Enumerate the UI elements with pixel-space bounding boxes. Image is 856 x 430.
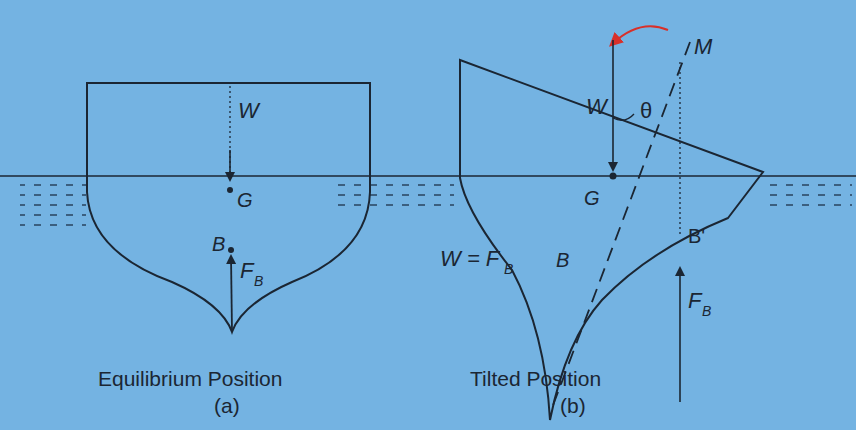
point-label: G <box>584 188 600 208</box>
g-dot <box>610 173 617 180</box>
buoyancy-arrow <box>679 268 681 402</box>
caption: Equilibrium Position <box>98 368 282 389</box>
vertical-line <box>679 62 680 236</box>
point-label: B <box>556 250 569 270</box>
buoyancy-arrow <box>231 256 232 332</box>
point-label: G <box>237 190 253 210</box>
angle-symbol: θ <box>640 100 652 122</box>
b-dot <box>228 247 234 253</box>
rotation-arrow <box>612 26 668 44</box>
water-marks <box>764 178 852 208</box>
ship-hull <box>87 83 370 332</box>
subscript: B <box>254 274 263 288</box>
force-symbol: W <box>586 96 607 118</box>
force-symbol: F <box>688 290 701 312</box>
ship-hull <box>460 60 763 420</box>
force-symbol: W <box>238 100 259 122</box>
point-label: M <box>694 36 712 58</box>
centre-line <box>552 42 690 408</box>
point-label: B <box>212 234 225 254</box>
water-line <box>0 175 856 177</box>
caption-letter: (b) <box>560 395 586 416</box>
equation: W = F <box>440 248 499 270</box>
weight-arrow <box>229 150 231 180</box>
caption: Tilted Position <box>470 368 601 389</box>
water-marks <box>20 182 86 232</box>
caption-letter: (a) <box>214 395 240 416</box>
subscript: B <box>702 304 711 318</box>
weight-arrow <box>612 40 614 170</box>
point-label: B' <box>688 226 705 246</box>
force-symbol: F <box>240 260 253 282</box>
g-dot <box>227 187 233 193</box>
subscript: B <box>504 262 513 276</box>
water-marks <box>338 180 454 212</box>
angle-arc <box>613 114 634 120</box>
